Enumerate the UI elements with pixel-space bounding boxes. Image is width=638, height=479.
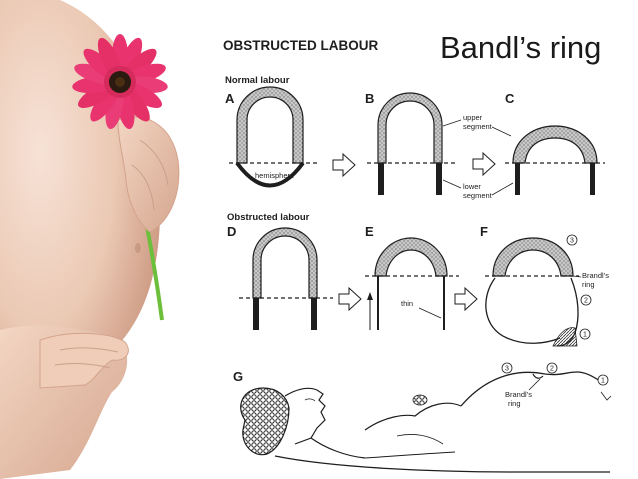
- figure-heading: OBSTRUCTED LABOUR: [223, 38, 378, 53]
- circled-number-2-g: 2: [550, 366, 554, 373]
- panel-f-uterus: Brandl’s ring 3 2 1: [485, 234, 609, 347]
- circled-number-3: 3: [570, 238, 574, 245]
- panel-a-uterus: hemisphere: [229, 86, 319, 188]
- hollow-right-arrow-icon: [454, 286, 478, 312]
- circled-number-1: 1: [583, 332, 587, 339]
- panel-e-uterus: thin: [365, 237, 459, 330]
- circled-number-3-g: 3: [505, 366, 509, 373]
- panel-label-f: F: [480, 224, 488, 239]
- panel-label-c: C: [505, 91, 515, 106]
- circled-number-2: 2: [584, 298, 588, 305]
- panel-label-b: B: [365, 91, 374, 106]
- panel-d-uterus: [239, 227, 333, 330]
- hollow-right-arrow-icon: [332, 152, 356, 178]
- gerbera-flower-icon: [72, 34, 168, 130]
- upper-label: upper: [463, 113, 483, 122]
- panel-b-uterus: upper segment lower segment: [367, 92, 514, 200]
- hollow-right-arrow-icon: [338, 286, 362, 312]
- pregnant-belly-photo: [0, 0, 215, 479]
- panel-label-g: G: [233, 369, 243, 384]
- obstructed-labour-diagram: OBSTRUCTED LABOUR Normal labour Obstruct…: [223, 38, 612, 473]
- upper-segment-label: segment: [463, 122, 493, 131]
- normal-labour-label: Normal labour: [225, 75, 290, 86]
- panel-label-e: E: [365, 224, 374, 239]
- ring-label-g: ring: [508, 399, 521, 408]
- hemisphere-label: hemisphere: [255, 171, 294, 180]
- lower-segment-label: segment: [463, 191, 493, 200]
- brandls-ring-label-g: Brandl’s: [505, 390, 532, 399]
- ring-label-f: ring: [582, 280, 595, 289]
- brandls-ring-label-f: Brandl’s: [582, 271, 609, 280]
- panel-label-d: D: [227, 224, 236, 239]
- lower-label: lower: [463, 182, 481, 191]
- upper-hand-shape: [117, 116, 180, 233]
- circled-number-1-g: 1: [601, 378, 605, 385]
- panel-g-reclining-woman: Brandl’s ring 3 2 1: [240, 362, 612, 473]
- hollow-right-arrow-icon: [472, 151, 496, 177]
- lower-hand-shape: [39, 333, 129, 389]
- thin-label: thin: [401, 299, 413, 308]
- obstructed-labour-label: Obstructed labour: [227, 212, 310, 223]
- slide-title: Bandl’s ring: [440, 30, 602, 65]
- panel-c-uterus: [505, 125, 605, 195]
- panel-label-a: A: [225, 91, 235, 106]
